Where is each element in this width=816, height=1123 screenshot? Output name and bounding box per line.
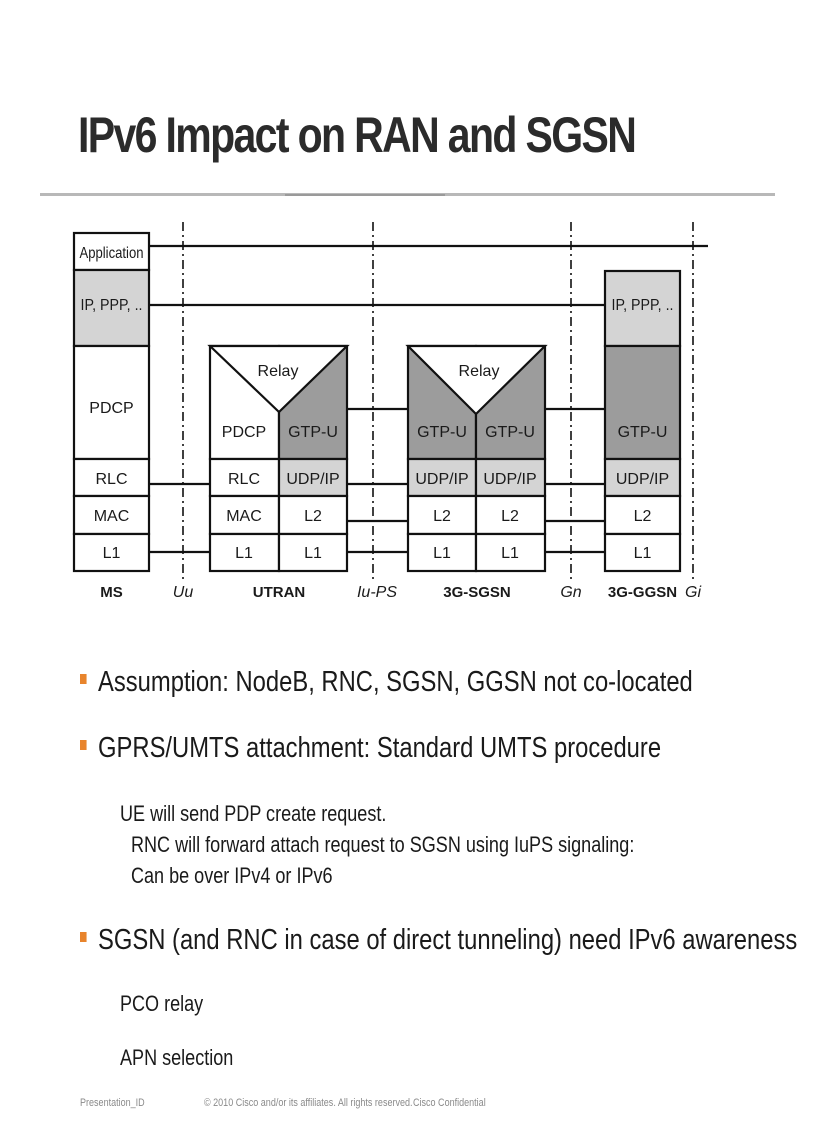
interface-gi: Gi bbox=[685, 584, 701, 601]
protocol-stack-diagram: Application IP, PPP, .. PDCP RLC MAC L1 … bbox=[72, 222, 708, 601]
layer-udp-ip: UDP/IP bbox=[483, 471, 536, 488]
layer-l1: L1 bbox=[433, 545, 451, 562]
interface-labels: Uu Iu-PS Gn Gi bbox=[173, 584, 702, 601]
layer-l2: L2 bbox=[501, 508, 519, 525]
layer-l2: L2 bbox=[433, 508, 451, 525]
footer-confidential: Cisco Confidential bbox=[413, 1097, 486, 1109]
layer-application: Application bbox=[80, 245, 144, 262]
layer-rlc: RLC bbox=[228, 471, 260, 488]
layer-l2: L2 bbox=[634, 508, 652, 525]
title-divider-accent bbox=[285, 194, 445, 196]
sub-item: PCO relay bbox=[120, 991, 204, 1016]
sub-item: UE will send PDP create request. bbox=[120, 801, 387, 826]
node-label-ggsn: 3G-GGSN bbox=[608, 584, 677, 601]
sub-item: RNC will forward attach request to SGSN … bbox=[131, 832, 635, 857]
layer-pdcp: PDCP bbox=[89, 400, 133, 417]
layer-l1: L1 bbox=[103, 545, 121, 562]
bullet-square-icon bbox=[80, 674, 87, 685]
layer-gtp-u: GTP-U bbox=[618, 424, 668, 441]
utran-labels: Relay PDCP GTP-U RLC UDP/IP MAC L2 L1 L1… bbox=[222, 363, 340, 601]
ggsn-labels: IP, PPP, .. GTP-U UDP/IP L2 L1 3G-GGSN bbox=[608, 297, 677, 601]
peer-lines bbox=[149, 244, 708, 554]
bullet-item: GPRS/UMTS attachment: Standard UMTS proc… bbox=[80, 732, 661, 765]
layer-udp-ip: UDP/IP bbox=[616, 471, 669, 488]
sub-item: Can be over IPv4 or IPv6 bbox=[131, 863, 333, 888]
layer-l1: L1 bbox=[304, 545, 322, 562]
bullet-square-icon bbox=[80, 740, 87, 751]
node-label-ms: MS bbox=[100, 584, 123, 601]
layer-gtp-u: GTP-U bbox=[288, 424, 338, 441]
node-label-utran: UTRAN bbox=[253, 584, 306, 601]
bullet-item: SGSN (and RNC in case of direct tunnelin… bbox=[80, 924, 797, 957]
bullet-text: GPRS/UMTS attachment: Standard UMTS proc… bbox=[98, 732, 662, 764]
slide-title: IPv6 Impact on RAN and SGSN bbox=[78, 107, 637, 163]
ms-stack bbox=[72, 231, 151, 573]
layer-gtp-u: GTP-U bbox=[485, 424, 535, 441]
layer-pdcp: PDCP bbox=[222, 424, 266, 441]
utran-stack bbox=[207, 344, 350, 573]
sub-item: APN selection bbox=[120, 1045, 234, 1070]
layer-gtp-u: GTP-U bbox=[417, 424, 467, 441]
interface-uu: Uu bbox=[173, 584, 194, 601]
layer-ip: IP, PPP, .. bbox=[612, 297, 674, 314]
bullet-square-icon bbox=[80, 932, 87, 943]
sgsn-stack bbox=[405, 344, 548, 573]
footer-presentation-id: Presentation_ID bbox=[80, 1097, 145, 1109]
bullet-text: SGSN (and RNC in case of direct tunnelin… bbox=[98, 924, 798, 956]
layer-l1: L1 bbox=[634, 545, 652, 562]
relay-label: Relay bbox=[459, 363, 500, 380]
layer-udp-ip: UDP/IP bbox=[286, 471, 339, 488]
layer-udp-ip: UDP/IP bbox=[415, 471, 468, 488]
layer-l1: L1 bbox=[235, 545, 253, 562]
bullet-item: Assumption: NodeB, RNC, SGSN, GGSN not c… bbox=[80, 666, 693, 699]
layer-l1: L1 bbox=[501, 545, 519, 562]
layer-ip: IP, PPP, .. bbox=[81, 297, 143, 314]
footer-copyright: © 2010 Cisco and/or its affiliates. All … bbox=[204, 1097, 413, 1109]
node-label-sgsn: 3G-SGSN bbox=[443, 584, 511, 601]
bullet-text: Assumption: NodeB, RNC, SGSN, GGSN not c… bbox=[98, 666, 693, 698]
interface-gn: Gn bbox=[560, 584, 581, 601]
ms-labels: Application IP, PPP, .. PDCP RLC MAC L1 … bbox=[80, 245, 144, 601]
relay-label: Relay bbox=[258, 363, 299, 380]
layer-rlc: RLC bbox=[95, 471, 127, 488]
layer-mac: MAC bbox=[226, 508, 262, 525]
layer-mac: MAC bbox=[94, 508, 130, 525]
layer-l2: L2 bbox=[304, 508, 322, 525]
ggsn-stack bbox=[603, 269, 682, 573]
sgsn-labels: Relay GTP-U GTP-U UDP/IP UDP/IP L2 L2 L1… bbox=[415, 363, 536, 601]
interface-iu-ps: Iu-PS bbox=[357, 584, 397, 601]
